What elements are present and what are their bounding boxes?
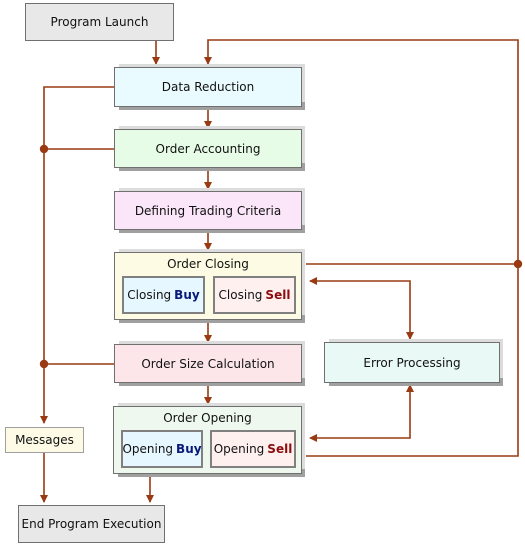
defining-trading-criteria-box: Defining Trading Criteria [114,191,302,230]
order-accounting-box: Order Accounting [114,129,302,168]
messages-box: Messages [5,427,84,453]
opening-sell-keyword: Sell [267,442,293,456]
order-accounting-label: Order Accounting [155,141,261,156]
line-reduction-to-bus [40,86,114,424]
order-size-calculation-box: Order Size Calculation [114,344,302,383]
program-launch-label: Program Launch [50,15,149,29]
line-loop-back [204,39,519,265]
program-launch-box: Program Launch [25,3,174,41]
arrow-closing-error [309,277,414,340]
line-opening-to-loop [306,264,519,457]
closing-sell-prefix: Closing [218,288,263,302]
order-opening-title: Order Opening [163,411,252,425]
opening-buy-keyword: Buy [176,442,202,456]
closing-buy-prefix: Closing [127,288,172,302]
arrow-opening-error [309,384,414,442]
opening-buy-prefix: Opening [122,442,174,456]
junction-dot-size [39,359,49,369]
end-program-execution-label: End Program Execution [21,517,162,531]
closing-buy-keyword: Buy [174,288,200,302]
data-reduction-box: Data Reduction [114,67,302,107]
order-size-calculation-label: Order Size Calculation [141,356,275,371]
messages-label: Messages [15,433,74,447]
opening-sell-prefix: Opening [213,442,265,456]
closing-sell-keyword: Sell [265,288,291,302]
order-closing-title: Order Closing [167,257,249,271]
end-program-execution-box: End Program Execution [18,505,165,543]
data-reduction-label: Data Reduction [161,80,255,94]
defining-trading-criteria-label: Defining Trading Criteria [134,203,282,218]
junction-dot-loop [513,259,523,269]
error-processing-box: Error Processing [324,342,500,383]
junction-dot-accounting [39,144,49,154]
error-processing-label: Error Processing [363,355,461,370]
